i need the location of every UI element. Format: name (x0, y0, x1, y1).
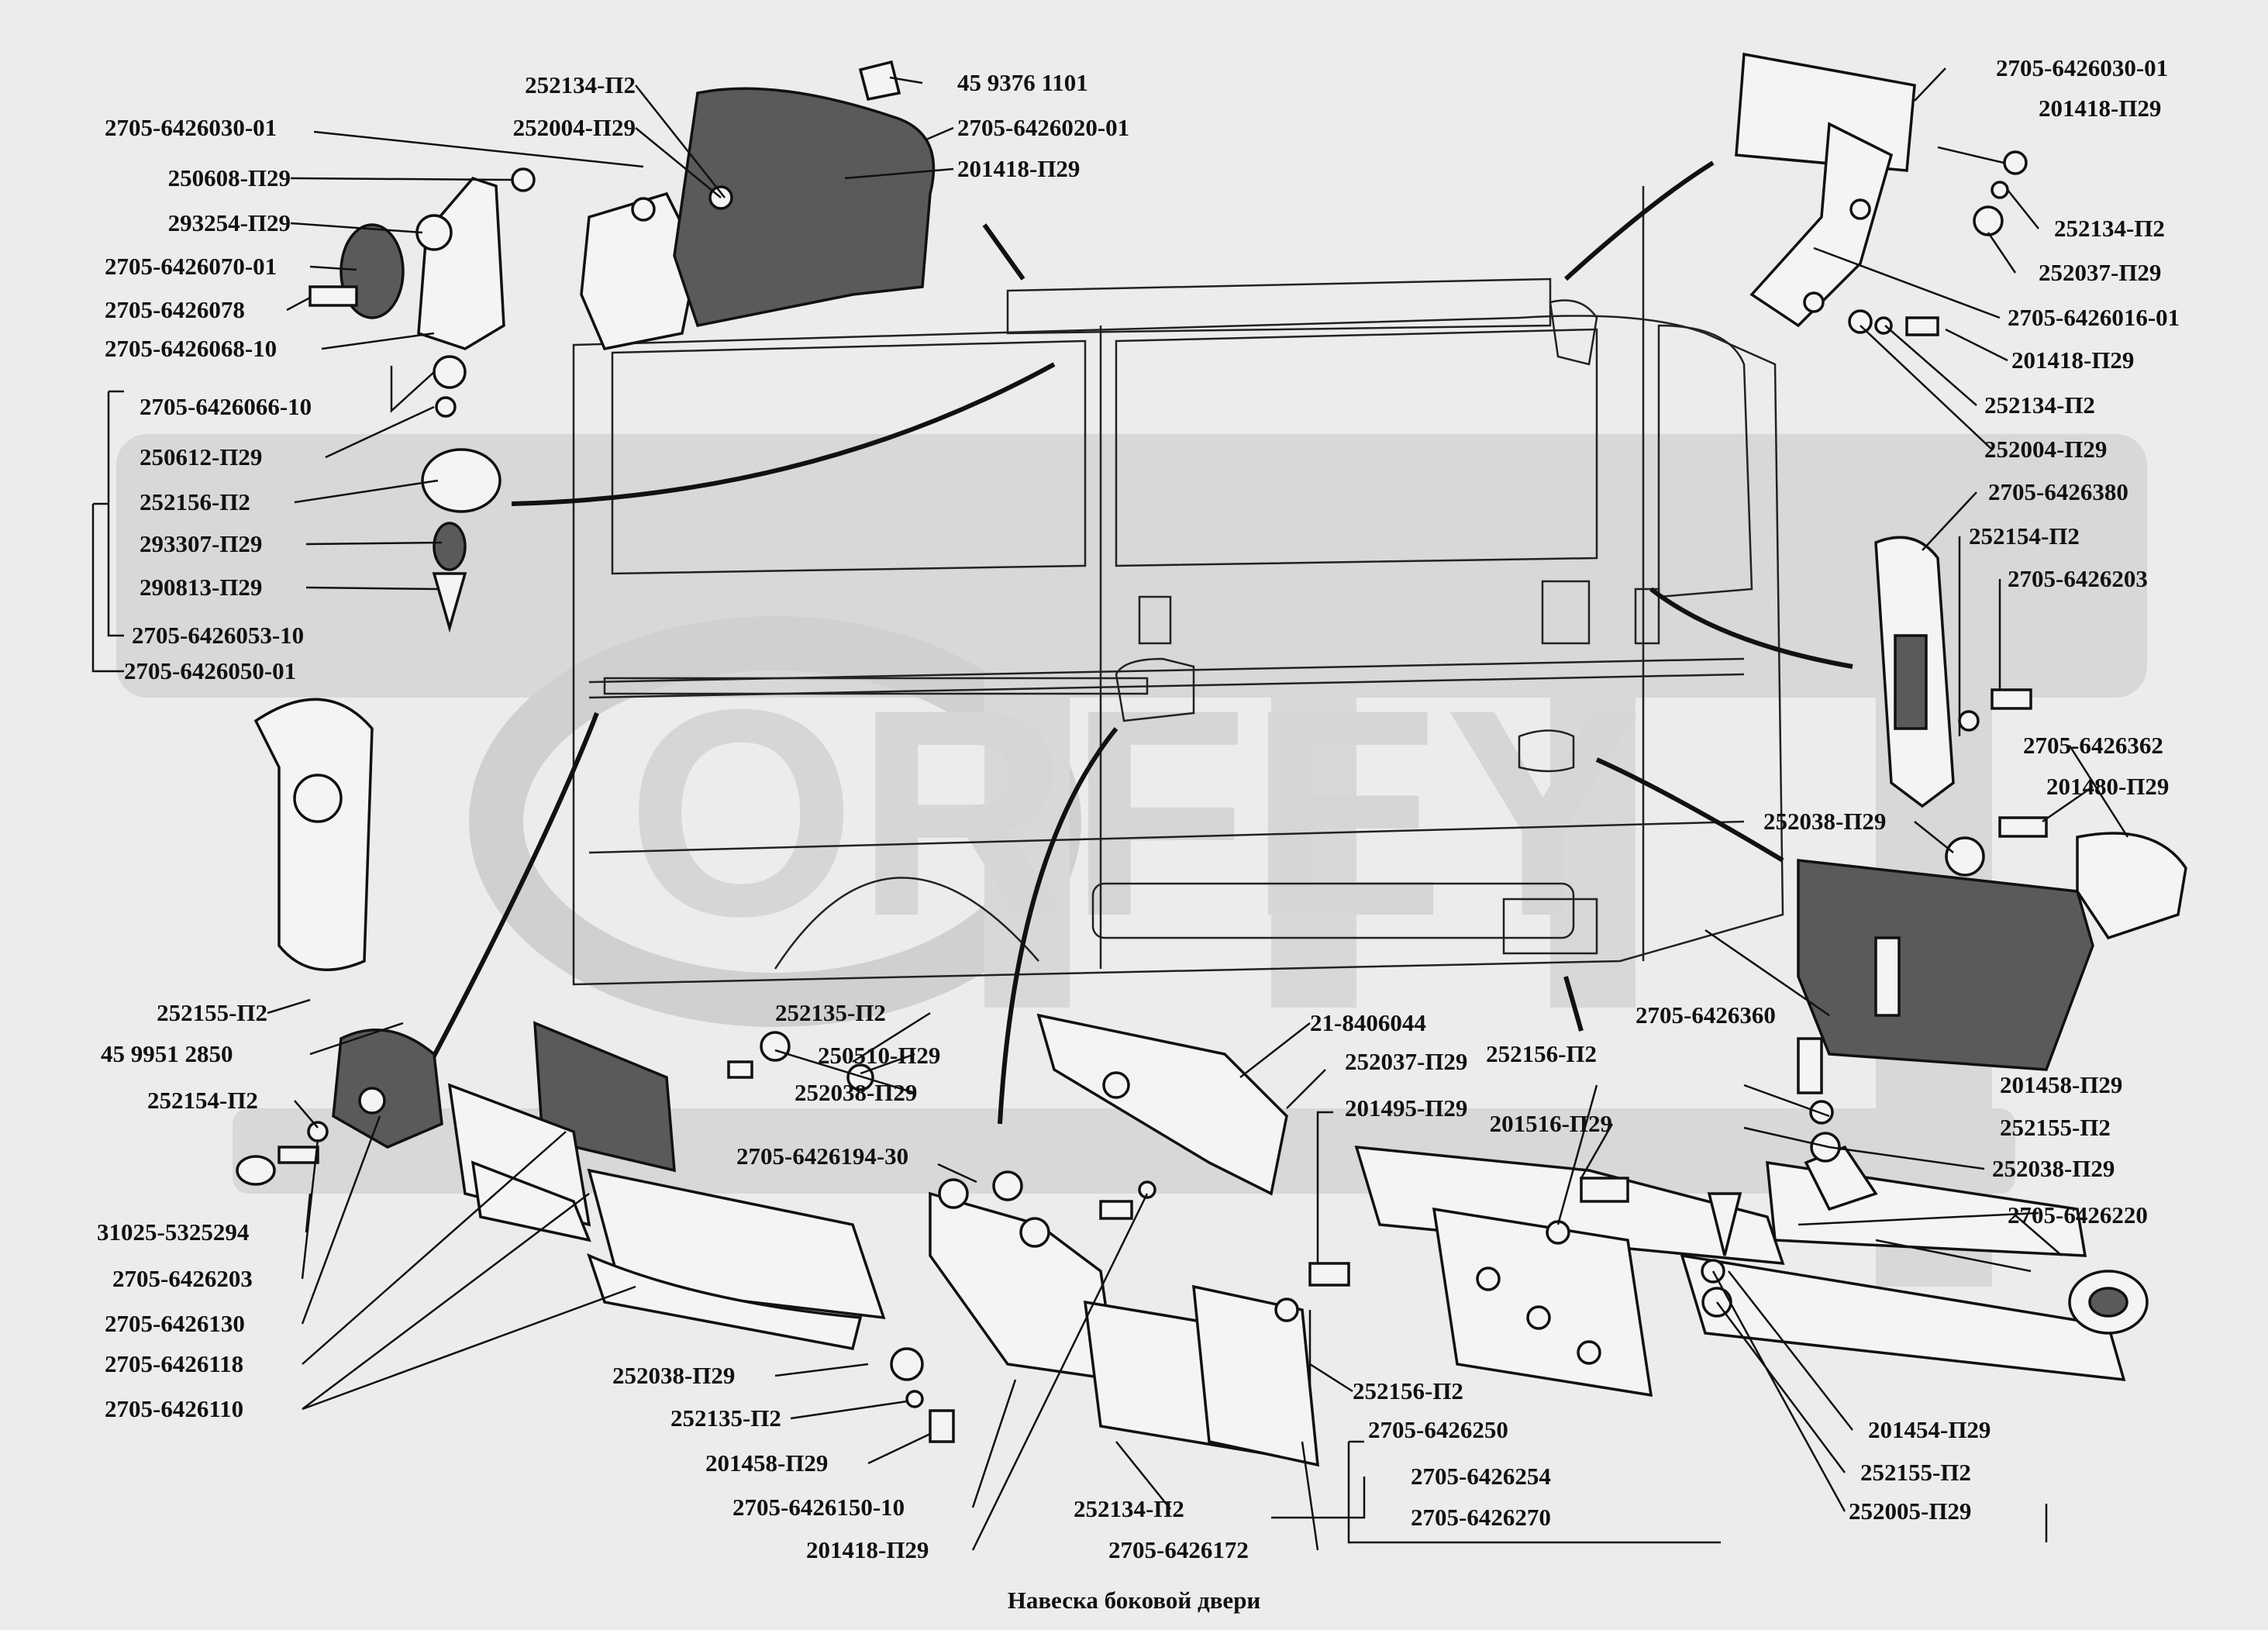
part-label: 2705-6426380 (1988, 478, 2128, 505)
lower-rear-roller-assembly (1797, 816, 2187, 1071)
part-label: 252134-П2 (1074, 1495, 1184, 1522)
part-label: 252156-П2 (1486, 1040, 1597, 1067)
part-label: 252038-П29 (1992, 1155, 2115, 1182)
part-label: 250612-П29 (140, 443, 262, 470)
part-label: 201418-П29 (2011, 346, 2134, 374)
part-label: 2705-6426066-10 (140, 393, 312, 420)
label-group-brackets (91, 390, 2048, 1544)
part-label: 2705-6426020-01 (957, 114, 1129, 141)
part-label: 252156-П2 (140, 488, 250, 515)
part-label: 252038-П29 (612, 1362, 735, 1389)
part-label: 252004-П29 (513, 114, 636, 141)
part-label: 201418-П29 (806, 1536, 929, 1563)
part-label: 2705-6426203 (2008, 565, 2148, 592)
part-label: 2705-6426118 (105, 1350, 243, 1377)
part-label: 2705-6426030-01 (1996, 54, 2168, 81)
part-label: 201480-П29 (2046, 773, 2169, 800)
part-label: 2705-6426068-10 (105, 335, 277, 362)
part-label: 201495-П29 (1345, 1094, 1467, 1122)
part-label: 2705-6426220 (2008, 1201, 2148, 1229)
part-label: 2705-6426053-10 (132, 622, 304, 649)
part-label: 2705-6426362 (2023, 732, 2163, 759)
part-label: 252038-П29 (1763, 808, 1886, 835)
part-label: 2705-6426360 (1636, 1001, 1776, 1029)
part-label: 2705-6426050-01 (124, 657, 296, 684)
part-label: 2705-6426030-01 (105, 114, 277, 141)
part-label: 31025-5325294 (97, 1218, 249, 1246)
part-label: 252134-П2 (1984, 391, 2095, 419)
part-label: 201458-П29 (2000, 1071, 2122, 1098)
part-label: 21-8406044 (1310, 1009, 1426, 1036)
part-label: 2705-6426172 (1108, 1536, 1249, 1563)
upper-guide-rail (603, 677, 1149, 695)
part-label: 2705-6426194-30 (736, 1142, 908, 1170)
van-side-body (572, 186, 1784, 986)
watermark-text: ORFEY (626, 648, 1641, 977)
upper-roller-assembly (253, 176, 505, 971)
part-label: 250510-П29 (818, 1042, 940, 1069)
part-label: 290813-П29 (140, 574, 262, 601)
part-label: 2705-6426254 (1411, 1463, 1551, 1490)
lower-front-roller-assembly (236, 1021, 886, 1351)
part-label: 252155-П2 (2000, 1114, 2111, 1141)
part-label: 252004-П29 (1984, 436, 2107, 463)
part-label: 293254-П29 (168, 209, 291, 236)
part-label: 252037-П29 (1345, 1048, 1467, 1075)
label-leader-lines (267, 67, 2129, 1551)
part-label: 2705-6426270 (1411, 1504, 1551, 1531)
part-label: 252154-П2 (147, 1087, 258, 1114)
diagram-caption: Навеска боковой двери (1008, 1587, 1261, 1614)
part-label: 2705-6426078 (105, 296, 245, 323)
part-label: 250608-П29 (168, 164, 291, 191)
part-label: 252155-П2 (157, 999, 267, 1026)
part-label: 2705-6426070-01 (105, 253, 277, 280)
part-label: 252135-П2 (775, 999, 886, 1026)
part-label: 2705-6426016-01 (2008, 304, 2180, 331)
part-label: 201516-П29 (1490, 1110, 1612, 1137)
part-label: 252005-П29 (1849, 1497, 1971, 1525)
rear-catch-assembly (1874, 536, 2032, 808)
part-labels: 252134-П2 45 9376 1101 252004-П29 2705-6… (97, 54, 2180, 1563)
lower-rear-arm-assembly (1354, 1037, 2149, 1397)
part-label: 201418-П29 (2039, 95, 2161, 122)
part-label: 2705-6426203 (112, 1265, 253, 1292)
lower-carriage-assembly (727, 1013, 1350, 1467)
part-label: 2705-6426250 (1368, 1416, 1508, 1443)
part-label: 252037-П29 (2039, 259, 2161, 286)
part-label: 252038-П29 (794, 1079, 917, 1106)
part-label: 293307-П29 (140, 530, 262, 557)
part-label: 45 9376 1101 (957, 69, 1088, 96)
part-label: 2705-6426150-10 (732, 1494, 905, 1521)
connection-arrows (416, 160, 1853, 1125)
upper-rear-bracket-assembly (1735, 52, 2028, 336)
part-label: 252155-П2 (1860, 1459, 1971, 1486)
part-label: 252134-П2 (2054, 215, 2165, 242)
part-label: 2705-6426110 (105, 1395, 243, 1422)
part-label: 252134-П2 (525, 71, 636, 98)
part-label: 201418-П29 (957, 155, 1080, 182)
part-label: 45 9951 2850 (101, 1040, 233, 1067)
part-label: 2705-6426130 (105, 1310, 245, 1337)
part-label: 201458-П29 (705, 1449, 828, 1477)
upper-hinge-bracket-assembly (511, 60, 936, 350)
part-label: 252156-П2 (1353, 1377, 1463, 1404)
part-label: 201454-П29 (1868, 1416, 1991, 1443)
part-label: 252135-П2 (670, 1404, 781, 1432)
part-label: 252154-П2 (1969, 522, 2080, 550)
